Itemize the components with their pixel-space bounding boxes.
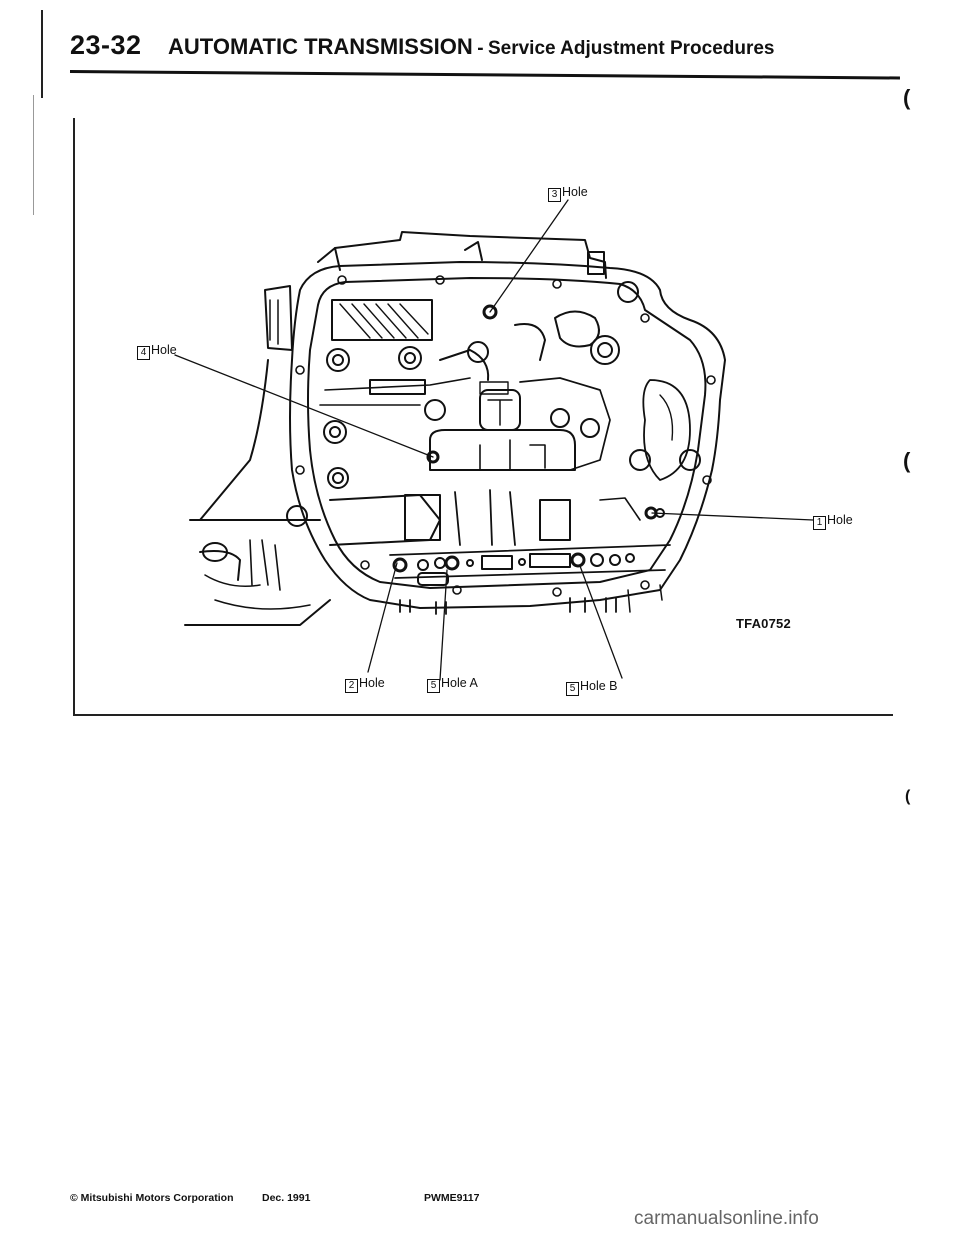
callout-number: 2 xyxy=(345,679,358,693)
callout-label: Hole xyxy=(562,185,588,199)
callout-label: Hole xyxy=(359,676,385,690)
callout-number: 1 xyxy=(813,516,826,530)
watermark: carmanualsonline.info xyxy=(634,1208,819,1229)
header-separator: - xyxy=(477,38,484,59)
figure-code: TFA0752 xyxy=(736,616,791,631)
callout-number: 5 xyxy=(566,682,579,696)
callout-number: 3 xyxy=(548,188,561,202)
footer-doc-code: PWME9117 xyxy=(424,1192,480,1204)
callout-label: Hole B xyxy=(580,679,618,693)
callout-label: Hole A xyxy=(441,676,478,690)
callout-label: Hole xyxy=(827,513,853,527)
footer-date: Dec. 1991 xyxy=(262,1192,311,1204)
page-number: 23-32 xyxy=(70,30,142,60)
margin-rule-faint xyxy=(33,95,34,215)
figure-frame-bottom xyxy=(73,714,893,716)
subsection-title: Service Adjustment Procedures xyxy=(487,38,775,59)
figure-frame-left xyxy=(73,118,75,715)
margin-rule xyxy=(41,10,43,98)
callout-number: 5 xyxy=(427,679,440,693)
section-title: AUTOMATIC TRANSMISSION xyxy=(168,34,473,59)
callout-label: Hole xyxy=(151,343,177,357)
margin-mark: ( xyxy=(905,788,911,805)
margin-mark: ( xyxy=(903,448,911,473)
page-header: 23-32 AUTOMATIC TRANSMISSION - Service A… xyxy=(70,30,775,61)
callout-number: 4 xyxy=(137,346,150,360)
footer-copyright: © Mitsubishi Motors Corporation xyxy=(70,1192,234,1204)
margin-mark: ( xyxy=(903,85,911,110)
